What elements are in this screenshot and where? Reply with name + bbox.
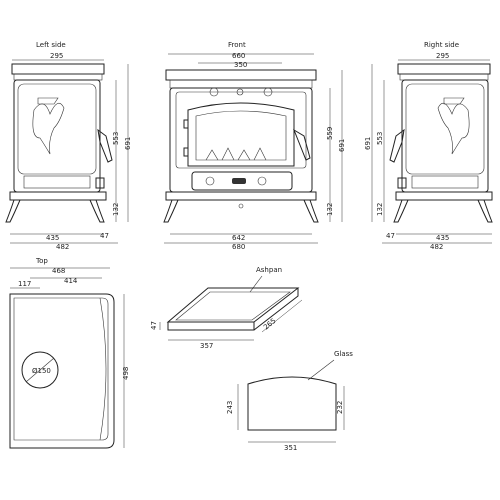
front-leg-height-label: 132 <box>326 203 334 216</box>
glass-view: Glass 243 232 351 <box>226 350 353 452</box>
ashpan-length-label: 357 <box>200 342 213 350</box>
glass-height-right-label: 232 <box>336 401 344 414</box>
front-view: Front 660 350 559 <box>163 41 346 251</box>
front-base-width-label: 642 <box>232 234 245 242</box>
right-top-width-label: 295 <box>436 52 449 60</box>
right-total-depth-label: 482 <box>430 243 443 251</box>
glass-width-label: 351 <box>284 444 297 452</box>
front-total-height-label: 691 <box>338 139 346 152</box>
top-flue-offset-label: 117 <box>18 280 31 288</box>
top-depth-label: 498 <box>122 367 130 380</box>
top-inner-width-label: 414 <box>64 277 78 285</box>
left-total-height-label: 691 <box>124 137 132 150</box>
right-side-title: Right side <box>424 41 459 49</box>
right-side-view: Right side 295 553 691 132 435 47 482 <box>364 41 493 251</box>
left-base-offset-label: 47 <box>100 232 109 240</box>
left-leg-height-label: 132 <box>112 203 120 216</box>
ashpan-height-label: 47 <box>150 321 158 330</box>
left-body-height-label: 553 <box>112 132 120 145</box>
left-total-depth-label: 482 <box>56 243 69 251</box>
top-view: Top 468 414 117 Ø150 498 <box>9 257 130 449</box>
top-view-title: Top <box>35 257 48 265</box>
front-inner-width-label: 350 <box>234 61 247 69</box>
ashpan-title: Ashpan <box>256 266 282 274</box>
front-top-width-label: 660 <box>232 52 245 60</box>
right-total-height-label: 691 <box>364 137 372 150</box>
right-base-depth-label: 435 <box>436 234 449 242</box>
left-base-depth-label: 435 <box>46 234 59 242</box>
front-title: Front <box>228 41 246 49</box>
top-flue-label: Ø150 <box>32 367 51 375</box>
glass-height-left-label: 243 <box>226 401 234 414</box>
left-top-width-label: 295 <box>50 52 63 60</box>
front-body-height-label: 559 <box>326 127 334 140</box>
right-leg-height-label: 132 <box>376 203 384 216</box>
glass-title: Glass <box>334 350 353 358</box>
right-body-height-label: 553 <box>376 132 384 145</box>
left-side-view: Left side 295 553 691 132 435 47 482 <box>5 41 132 251</box>
left-side-title: Left side <box>36 41 66 49</box>
top-total-width-label: 468 <box>52 267 65 275</box>
front-total-width-label: 680 <box>232 243 245 251</box>
ashpan-depth-label: 265 <box>262 317 277 332</box>
ashpan-view: Ashpan 47 357 265 <box>150 266 303 350</box>
right-base-offset-label: 47 <box>386 232 395 240</box>
